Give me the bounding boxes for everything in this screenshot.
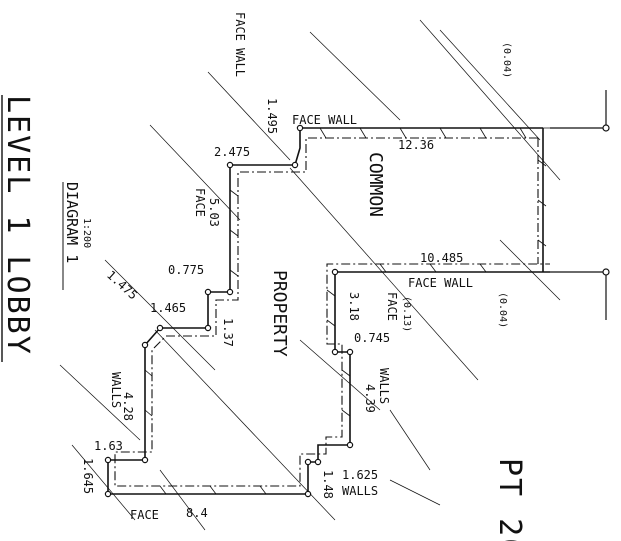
note-walls-bottom: WALLS bbox=[342, 484, 378, 498]
dim-4-39: 4.39 bbox=[363, 384, 377, 413]
dim-3-18: 3.18 bbox=[347, 292, 361, 321]
wall-hatching bbox=[144, 127, 547, 495]
dim-4-28: 4.28 bbox=[121, 392, 135, 421]
leader-line bbox=[389, 479, 441, 506]
title-block: LEVEL 1 LOBBY DIAGRAM 1 1:200 bbox=[0, 95, 92, 362]
dim-1-495: 1.495 bbox=[265, 98, 279, 134]
diagonal-leaders bbox=[59, 19, 561, 531]
dim-0-04-top: (0.04) bbox=[501, 42, 512, 78]
leader-line bbox=[309, 31, 401, 121]
leader-line bbox=[499, 239, 561, 301]
dim-0-13: (0.13) bbox=[401, 296, 412, 332]
leader-line bbox=[154, 329, 336, 521]
dim-12-36: 12.36 bbox=[398, 138, 434, 152]
leader-line bbox=[71, 444, 136, 521]
dim-0-745: 0.745 bbox=[354, 331, 390, 345]
dim-2-475: 2.475 bbox=[214, 145, 250, 159]
outer-boundary-wall bbox=[107, 127, 550, 495]
dim-8-4: 8.4 bbox=[186, 506, 208, 520]
dim-1-625: 1.625 bbox=[342, 468, 378, 482]
note-face-wall-top: FACE WALL bbox=[233, 12, 247, 77]
leader-line bbox=[149, 124, 241, 221]
dim-1-48: 1.48 bbox=[321, 470, 335, 499]
room-label-common: COMMON bbox=[365, 152, 386, 217]
note-walls-left: WALLS bbox=[109, 372, 123, 408]
diagram-scale: 1:200 bbox=[81, 218, 92, 248]
note-face-left: FACE bbox=[193, 188, 207, 217]
leader-line bbox=[159, 469, 206, 531]
dim-1-465: 1.465 bbox=[150, 301, 186, 315]
dim-1-645: 1.645 bbox=[81, 458, 95, 494]
leader-line bbox=[419, 19, 561, 181]
dim-5-03: 5.03 bbox=[207, 198, 221, 227]
leader-line bbox=[439, 29, 541, 141]
leader-line bbox=[207, 71, 291, 161]
right-boundary bbox=[522, 90, 610, 320]
dim-0-04-right: (0.04) bbox=[497, 292, 508, 328]
leader-line bbox=[289, 167, 479, 381]
plan-reference: PT 20 bbox=[492, 458, 527, 541]
dim-1-37: 1.37 bbox=[221, 318, 235, 347]
diagram-title: LEVEL 1 LOBBY bbox=[0, 95, 35, 356]
note-face-wall-mid: FACE WALL bbox=[408, 276, 473, 290]
dim-0-775: 0.775 bbox=[168, 263, 204, 277]
note-face-bottom: FACE bbox=[130, 508, 159, 522]
leader-line bbox=[389, 409, 431, 471]
leader-line bbox=[104, 259, 216, 371]
note-face-wall-side: FACE WALL bbox=[292, 113, 357, 127]
note-walls-right: WALLS bbox=[377, 368, 391, 404]
diagram-subtitle: DIAGRAM 1 bbox=[63, 182, 81, 263]
dim-10-485: 10.485 bbox=[420, 251, 463, 265]
leader-line bbox=[299, 339, 381, 411]
dim-1-63: 1.63 bbox=[94, 439, 123, 453]
corner-nodes bbox=[104, 124, 354, 498]
inner-face-line bbox=[114, 137, 550, 487]
note-face-mid: FACE bbox=[385, 292, 399, 321]
room-label-property: PROPERTY bbox=[269, 270, 290, 357]
leader-line bbox=[59, 364, 141, 441]
dim-1-475: 1.475 bbox=[104, 268, 140, 303]
